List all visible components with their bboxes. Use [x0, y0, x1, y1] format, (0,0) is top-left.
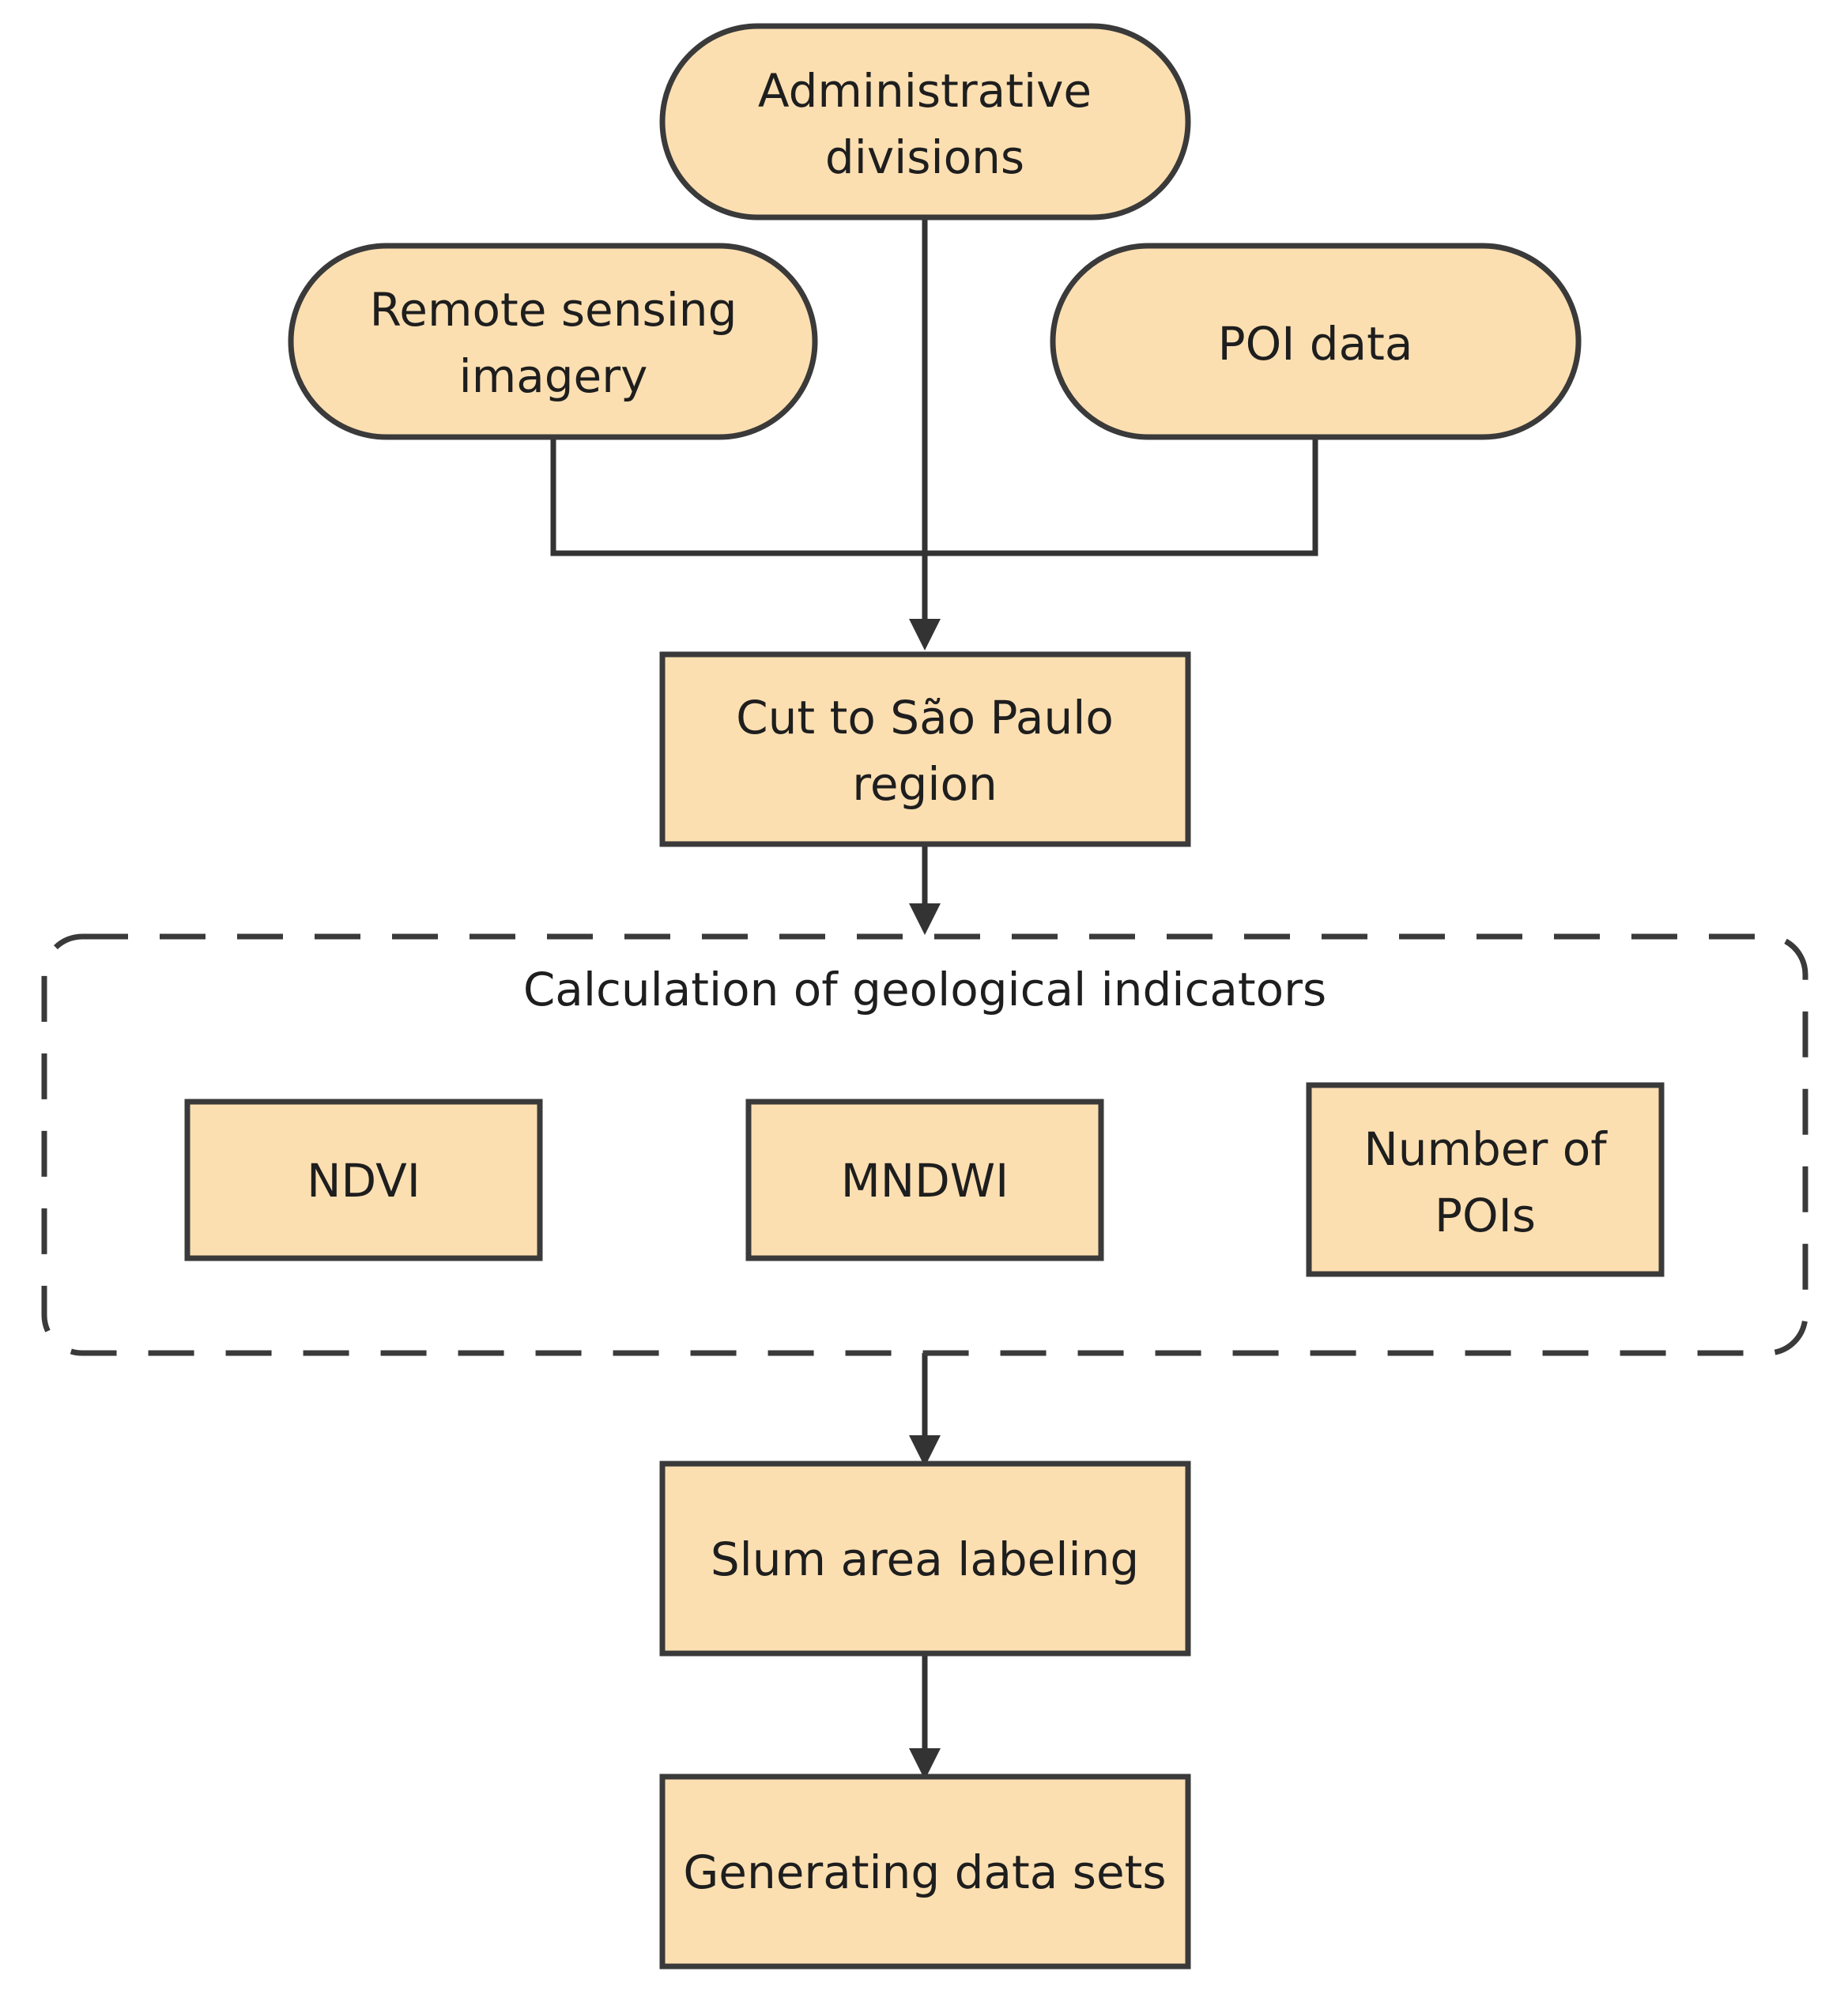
node-administrative-divisions-line1: Administrative [758, 64, 1092, 118]
node-administrative-divisions-line2: divisions [825, 130, 1024, 184]
node-ndvi-label: NDVI [307, 1154, 421, 1208]
node-number-of-pois-line1: Number of [1363, 1122, 1608, 1176]
node-cut-region: Cut to São Paulo region [659, 651, 1191, 847]
node-mndwi: MNDWI [745, 1099, 1104, 1261]
arrowhead-to-slum [909, 1435, 941, 1467]
node-administrative-divisions: Administrative divisions [659, 23, 1191, 221]
group-geological-indicators-title: Calculation of geological indicators [523, 963, 1326, 1016]
node-generating-datasets: Generating data sets [659, 1774, 1191, 1970]
node-number-of-pois-line2: POIs [1435, 1189, 1536, 1242]
node-remote-sensing-imagery: Remote sensing imagery [288, 243, 818, 440]
node-mndwi-label: MNDWI [841, 1154, 1009, 1208]
node-poi-data: POI data [1050, 243, 1582, 440]
node-remote-sensing-imagery-line2: imagery [459, 349, 648, 403]
node-poi-data-label: POI data [1218, 317, 1413, 371]
node-slum-labeling-label: Slum area labeling [711, 1532, 1139, 1586]
node-ndvi: NDVI [184, 1099, 543, 1261]
node-generating-datasets-label: Generating data sets [683, 1845, 1166, 1899]
node-slum-labeling: Slum area labeling [659, 1461, 1191, 1657]
node-cut-region-line2: region [852, 757, 997, 811]
node-remote-sensing-imagery-line1: Remote sensing [370, 283, 737, 337]
arrowhead-to-datasets [909, 1748, 941, 1780]
group-geological-indicators: Calculation of geological indicators NDV… [41, 933, 1808, 1356]
node-cut-region-line1: Cut to São Paulo [736, 691, 1114, 745]
arrowhead-to-group [909, 903, 941, 935]
node-number-of-pois: Number of POIs [1306, 1082, 1665, 1277]
arrowhead-to-cut [909, 619, 941, 650]
